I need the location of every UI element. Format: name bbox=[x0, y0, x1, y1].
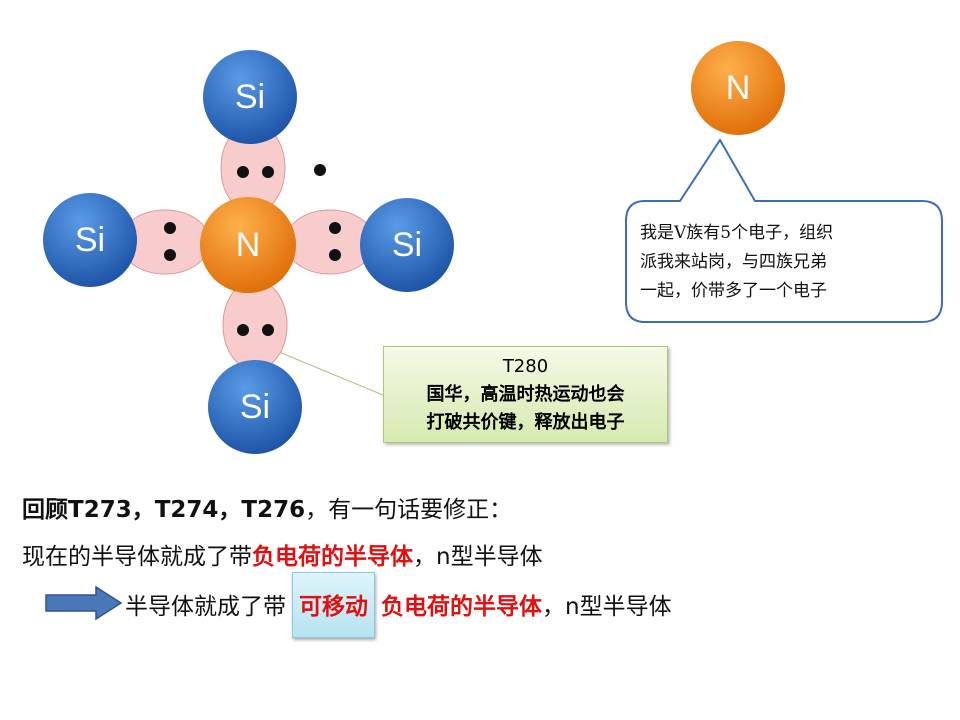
atom-si-left: Si bbox=[43, 193, 137, 287]
corrected-statement: 半导体就成了带可移动负电荷的半导体，n型半导体 bbox=[125, 572, 672, 638]
movable-text: 可移动 bbox=[299, 594, 368, 620]
review-rest: ，有一句话要修正： bbox=[305, 497, 513, 523]
right-arrow-icon bbox=[45, 585, 123, 621]
speech-bubble-shape bbox=[625, 138, 943, 323]
review-line: 回顾T273，T274，T276，有一句话要修正： bbox=[22, 490, 512, 524]
bond-bottom bbox=[222, 279, 288, 371]
atom-si-bottom: Si bbox=[208, 360, 302, 454]
svg-text:N: N bbox=[726, 69, 751, 107]
note-line: 打破共价键，释放出电子 bbox=[426, 412, 625, 433]
bubble-line: 我是V族有5个电子，组织 bbox=[640, 223, 834, 243]
svg-text:N: N bbox=[236, 226, 261, 264]
speech-bubble: 我是V族有5个电子，组织 派我来站岗，与四族兄弟 一起，价带多了一个电子 bbox=[626, 201, 941, 321]
svg-text:Si: Si bbox=[392, 226, 422, 264]
svg-text:Si: Si bbox=[240, 388, 270, 426]
note-line: 国华，高温时热运动也会 bbox=[426, 384, 625, 405]
svg-text:Si: Si bbox=[235, 78, 265, 116]
highlight-text: 负电荷的半导体 bbox=[381, 594, 542, 620]
bubble-line: 派我来站岗，与四族兄弟 bbox=[640, 252, 827, 272]
note-title: T280 bbox=[502, 356, 549, 377]
highlight-text: 负电荷的半导体 bbox=[252, 544, 413, 570]
atom-si-right: Si bbox=[360, 198, 454, 292]
review-refs: 回顾T273，T274，T276 bbox=[22, 497, 306, 523]
movable-highlight-box: 可移动 bbox=[292, 572, 375, 638]
text: ，n型半导体 bbox=[542, 594, 672, 620]
electrons bbox=[164, 164, 341, 336]
text: 现在的半导体就成了带 bbox=[22, 544, 252, 570]
original-statement: 现在的半导体就成了带负电荷的半导体，n型半导体 bbox=[22, 537, 543, 571]
atom-si-top: Si bbox=[203, 50, 297, 144]
bubble-line: 一起，价带多了一个电子 bbox=[640, 281, 827, 301]
crystal-diagram: Si Si Si Si N N bbox=[43, 41, 943, 454]
svg-text:Si: Si bbox=[75, 221, 105, 259]
atom-n-standalone: N bbox=[691, 41, 785, 135]
free-electron bbox=[314, 164, 326, 176]
text: 半导体就成了带 bbox=[125, 594, 286, 620]
comment-note: T280 国华，高温时热运动也会 打破共价键，释放出电子 bbox=[383, 346, 668, 443]
atom-n-center: N bbox=[200, 197, 296, 293]
text: ，n型半导体 bbox=[413, 544, 543, 570]
